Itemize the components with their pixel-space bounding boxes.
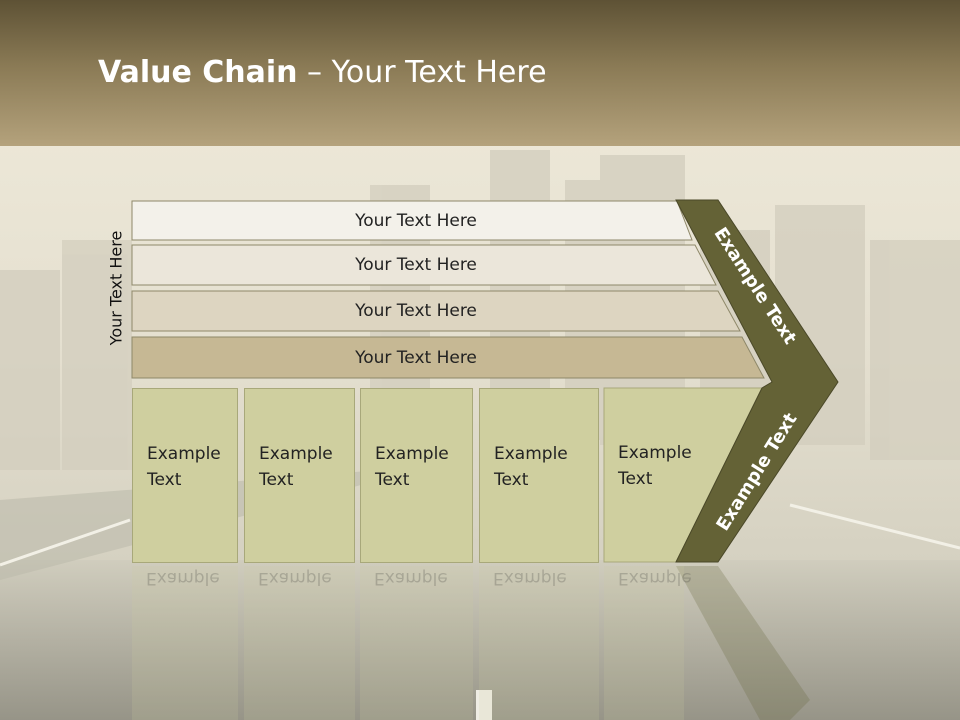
reflect-line: Example <box>618 568 692 588</box>
box-line-2: Text <box>375 470 410 490</box>
example-box-2: Example Text <box>244 388 355 563</box>
example-box-4: Example Text <box>479 388 599 563</box>
box-line-1: Example <box>375 444 449 464</box>
reflect-line: Example <box>374 568 448 588</box>
slide-title: Value Chain – Your Text Here <box>98 55 547 90</box>
row-shape-1 <box>131 200 693 241</box>
box-line-2: Text <box>494 470 529 490</box>
row-shape-4 <box>131 336 765 379</box>
title-bar: Value Chain – Your Text Here <box>0 0 960 146</box>
box-line-2: Text <box>147 470 182 490</box>
chevron-arrow <box>675 199 839 563</box>
reflect-line: Example <box>493 568 567 588</box>
row-shape-2 <box>131 244 717 286</box>
reflect-line: Example <box>146 568 220 588</box>
example-box-1: Example Text <box>132 388 238 563</box>
box-line-2: Text <box>618 469 653 489</box>
boxes-reflection <box>132 566 684 720</box>
row-label-3: Your Text Here <box>355 301 477 321</box>
box-line-1: Example <box>618 443 692 463</box>
reflection-text-2: Example <box>244 565 332 691</box>
row-shape-3 <box>131 290 741 332</box>
title-rest: – Your Text Here <box>297 55 547 90</box>
reflection-text-3: Example <box>360 565 448 691</box>
row-label-1: Your Text Here <box>355 210 477 231</box>
box-line-1: Example <box>147 444 221 464</box>
reflect-line: Example <box>258 568 332 588</box>
box-line-1: Example <box>259 444 333 464</box>
title-bold: Value Chain <box>98 55 298 90</box>
reflection-text-5: Example <box>604 565 692 691</box>
row-label-4: Your Text Here <box>355 347 477 368</box>
example-box-3: Example Text <box>360 388 473 563</box>
chevron-reflection <box>676 566 810 720</box>
box-line-2: Text <box>259 470 294 490</box>
reflection-text-4: Example <box>479 565 567 691</box>
box-line-1: Example <box>494 444 568 464</box>
example-box-5: Example Text <box>604 388 714 563</box>
reflection-text-1: Example <box>132 565 220 691</box>
row-label-2: Your Text Here <box>355 255 477 275</box>
